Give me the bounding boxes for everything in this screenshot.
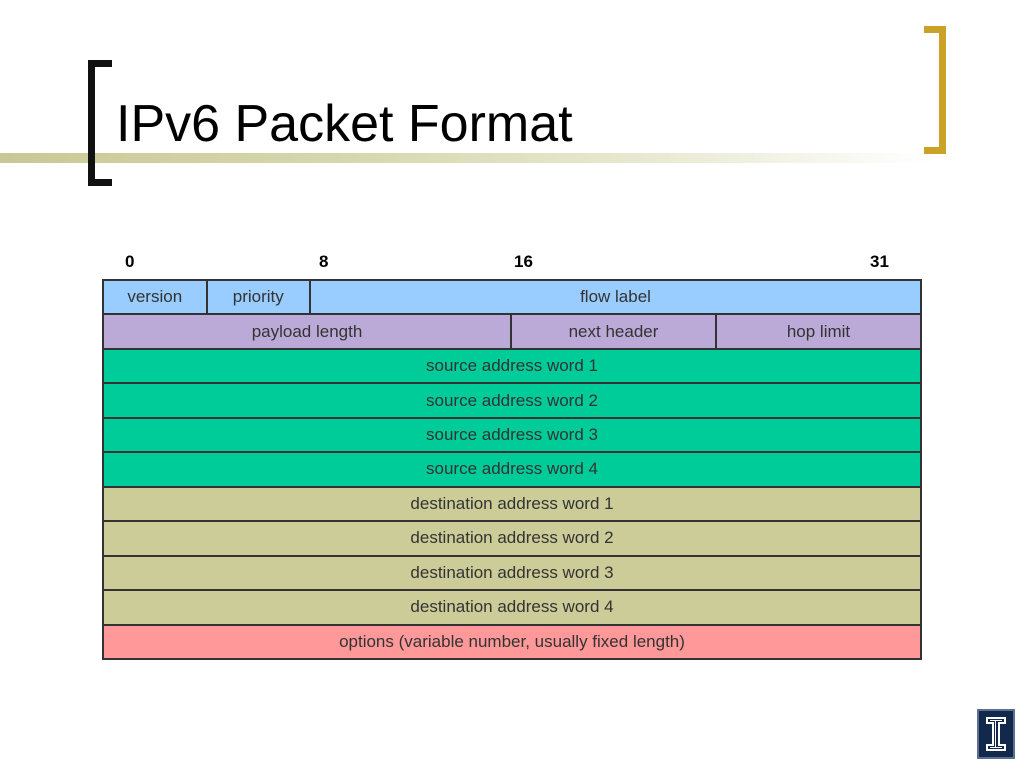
field-source-address-word-4: source address word 4	[104, 453, 920, 486]
university-block-i-logo-icon	[977, 709, 1015, 759]
field-hop-limit: hop limit	[717, 315, 920, 348]
field-payload-length: payload length	[104, 315, 512, 348]
field-source-address-word-3: source address word 3	[104, 418, 920, 452]
packet-row: destination address word 3	[104, 556, 920, 592]
packet-row: version priority flow label	[104, 281, 920, 316]
bit-position-31: 31	[870, 252, 889, 271]
field-source-address-word-1: source address word 1	[104, 349, 920, 383]
field-source-address-word-2: source address word 2	[104, 384, 920, 417]
packet-row: source address word 2	[104, 384, 920, 419]
packet-row: options (variable number, usually fixed …	[104, 625, 920, 658]
slide-title: IPv6 Packet Format	[116, 95, 573, 153]
field-options: options (variable number, usually fixed …	[104, 625, 920, 658]
bit-position-16: 16	[514, 252, 533, 271]
field-flow-label: flow label	[311, 281, 920, 314]
right-bracket-decoration	[924, 26, 946, 154]
packet-row: destination address word 4	[104, 591, 920, 626]
packet-row: source address word 3	[104, 418, 920, 454]
field-destination-address-word-3: destination address word 3	[104, 556, 920, 590]
field-version: version	[104, 281, 208, 314]
packet-row: source address word 4	[104, 453, 920, 488]
field-destination-address-word-2: destination address word 2	[104, 522, 920, 555]
packet-row: destination address word 2	[104, 522, 920, 557]
packet-row: payload length next header hop limit	[104, 315, 920, 350]
left-bracket-decoration	[88, 60, 112, 186]
field-next-header: next header	[512, 315, 717, 348]
bit-position-0: 0	[125, 252, 135, 271]
ipv6-packet-diagram: version priority flow label payload leng…	[102, 279, 922, 660]
packet-row: destination address word 1	[104, 487, 920, 523]
field-priority: priority	[207, 281, 311, 314]
field-destination-address-word-4: destination address word 4	[104, 591, 920, 624]
field-destination-address-word-1: destination address word 1	[104, 487, 920, 521]
packet-row: source address word 1	[104, 349, 920, 385]
title-underline-bar	[0, 153, 930, 163]
bit-position-8: 8	[319, 252, 329, 271]
